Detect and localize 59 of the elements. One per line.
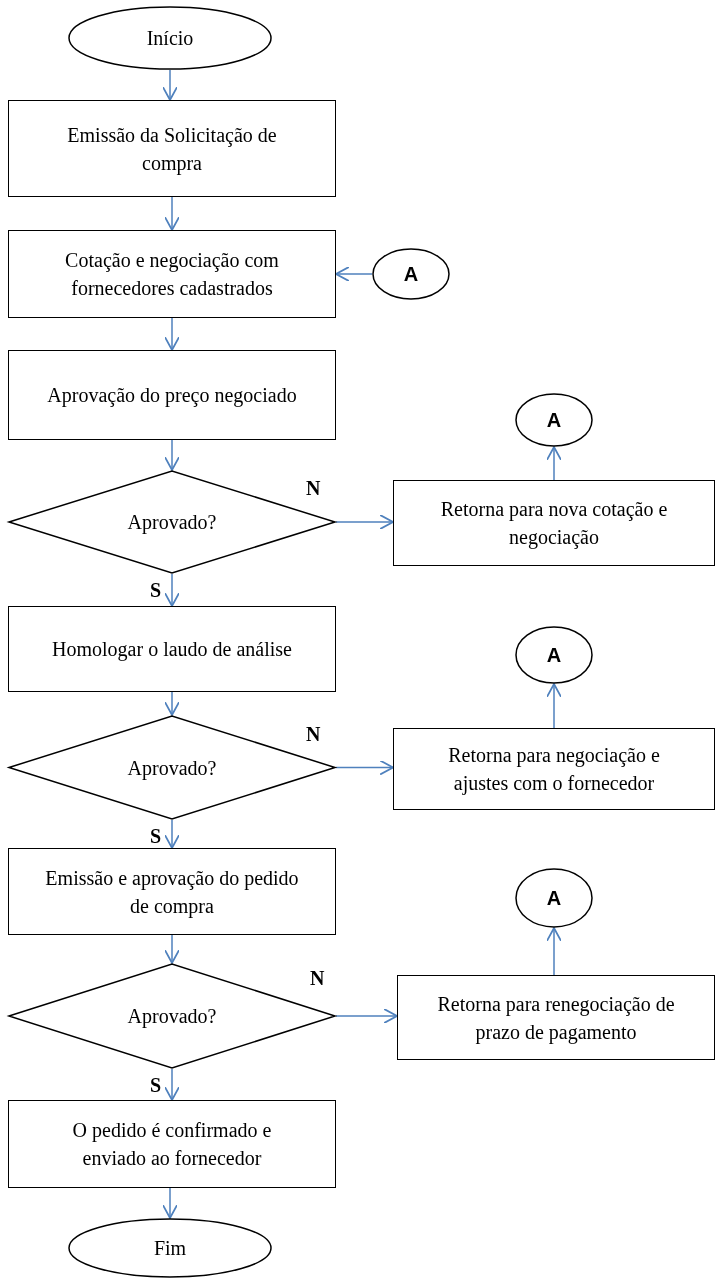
connector-circle: [515, 868, 593, 928]
node-text: Fim: [152, 1236, 188, 1261]
node-text: Aprovado?: [126, 1004, 218, 1030]
edge-label: S: [150, 580, 162, 600]
arrow: [164, 691, 180, 716]
arrow: [335, 514, 394, 530]
decision-diamond: [8, 470, 336, 574]
connector-circle: [515, 626, 593, 684]
node-text: Aprovado?: [126, 755, 218, 782]
process-box: [8, 350, 336, 440]
process-box: [393, 728, 715, 810]
arrow: [546, 927, 562, 976]
connector-circle: [515, 393, 593, 447]
connector-circle: [372, 248, 450, 300]
arrow: [164, 196, 180, 231]
node-text: A: [545, 886, 563, 911]
node-text: Cotação e negociação com fornecedores cadastrados: [64, 248, 280, 301]
process-box: [8, 606, 336, 692]
node-text: Início: [145, 26, 195, 51]
node-text: A: [545, 408, 563, 433]
arrow: [164, 439, 180, 471]
edge-label: N: [306, 723, 321, 744]
terminal-ellipse: [68, 6, 272, 70]
node-text: Retorna para nova cotação e negociação: [439, 497, 669, 551]
process-box: [8, 1100, 336, 1188]
arrow: [335, 1008, 398, 1024]
node-text: Aprovação do preço negociado: [46, 383, 298, 409]
arrow: [335, 759, 394, 776]
decision-diamond: [8, 715, 336, 820]
arrow: [335, 266, 373, 282]
process-box: [8, 230, 336, 318]
node-text: A: [545, 643, 563, 668]
process-box: [8, 100, 336, 197]
node-text: O pedido é confirmado e enviado ao fornecedor: [71, 1118, 273, 1171]
node-text: Emissão e aprovação do pedido de compra: [44, 865, 300, 920]
node-text: Homologar o laudo de análise: [51, 637, 293, 663]
arrow: [162, 1187, 178, 1219]
process-box: [8, 848, 336, 935]
node-text: Retorna para renegociação de prazo de pagamento: [436, 991, 676, 1046]
node-text: Retorna para negociação e ajustes com o fornecedor: [447, 743, 661, 797]
arrow: [164, 317, 180, 351]
node-text: Emissão da Solicitação de compra: [66, 122, 278, 177]
arrow: [164, 934, 180, 964]
process-box: [397, 975, 715, 1060]
terminal-ellipse: [68, 1218, 272, 1278]
process-box: [393, 480, 715, 566]
node-text: Aprovado?: [126, 510, 218, 536]
edge-label: N: [306, 478, 321, 498]
edge-label: S: [150, 826, 162, 846]
node-text: A: [402, 262, 420, 287]
arrow: [546, 446, 562, 481]
edge-label: S: [150, 1075, 162, 1095]
edge-label: N: [310, 968, 325, 988]
arrow: [164, 1068, 180, 1101]
arrow: [162, 69, 178, 101]
arrow: [164, 573, 180, 607]
arrow: [546, 683, 562, 729]
arrow: [164, 819, 180, 849]
decision-diamond: [8, 963, 336, 1069]
